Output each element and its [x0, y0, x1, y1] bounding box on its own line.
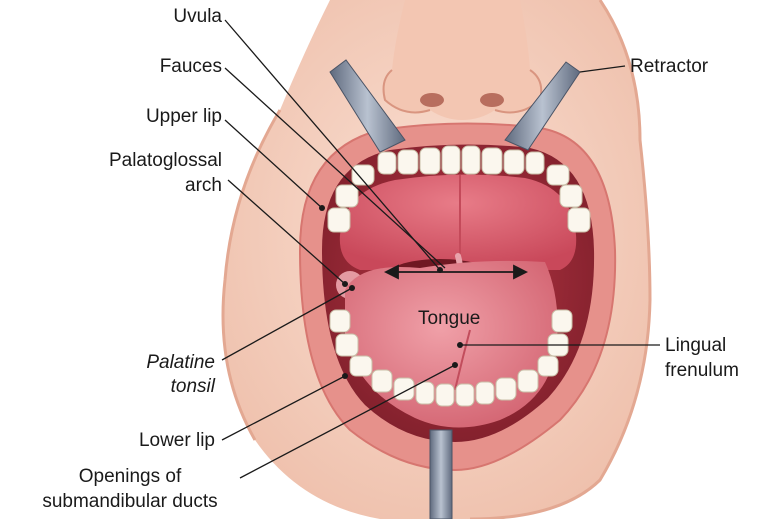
label-submandibular-line2: submandibular ducts	[30, 491, 230, 513]
label-fauces: Fauces	[130, 56, 222, 78]
label-palatine-tonsil-line1: Palatine	[100, 352, 215, 374]
label-lingual-frenulum-line1: Lingual	[665, 335, 765, 357]
label-tongue: Tongue	[418, 308, 518, 330]
label-submandibular-line1: Openings of	[30, 466, 230, 488]
label-palatoglossal-line1: Palatoglossal	[60, 150, 222, 172]
label-lower-lip: Lower lip	[90, 430, 215, 452]
label-upper-lip: Upper lip	[100, 106, 222, 128]
label-palatine-tonsil-line2: tonsil	[100, 376, 215, 398]
label-retractor: Retractor	[630, 56, 760, 78]
label-palatoglossal-line2: arch	[60, 175, 222, 197]
label-uvula: Uvula	[150, 6, 222, 28]
label-lingual-frenulum-line2: frenulum	[665, 360, 775, 382]
nose	[384, 0, 542, 120]
